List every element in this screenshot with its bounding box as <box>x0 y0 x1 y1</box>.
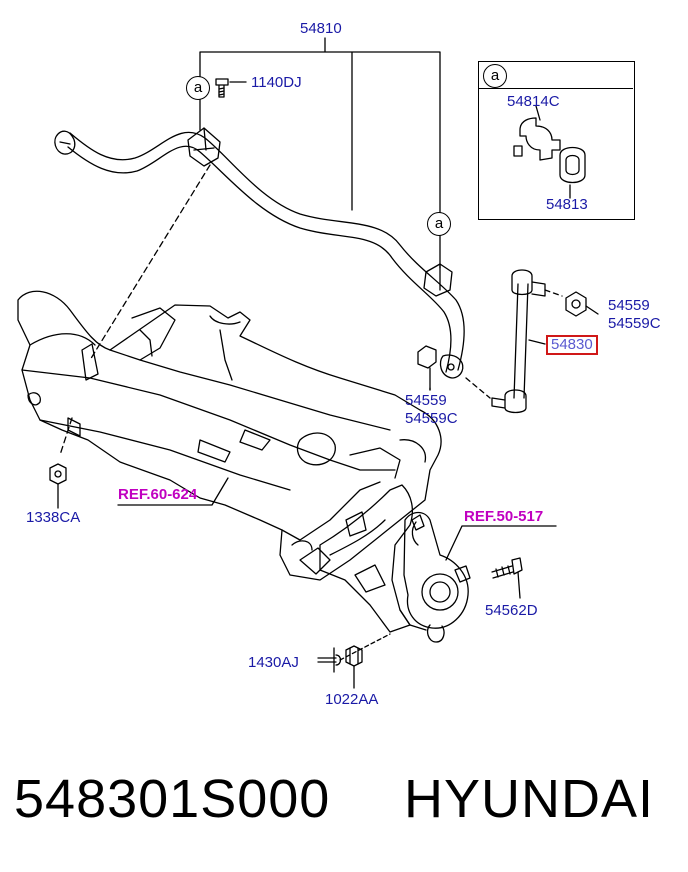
dashed-leader <box>59 417 73 456</box>
stabilizer-bar <box>54 127 465 379</box>
label-nut-right-b[interactable]: 54559C <box>608 315 661 332</box>
stabilizer-bar-leaders <box>199 37 441 269</box>
inset-bracket <box>559 146 586 199</box>
ref-knuckle[interactable]: REF.50-517 <box>464 508 544 525</box>
ref-leader-subframe <box>117 477 229 506</box>
cotter-pin <box>317 633 391 673</box>
bolt-1140dj <box>215 78 247 98</box>
inset-bushing <box>513 105 561 161</box>
label-bolt-knuckle[interactable]: 54562D <box>485 602 538 619</box>
label-nut-mid-a[interactable]: 54559 <box>405 392 447 409</box>
detail-inset-divider <box>478 88 633 89</box>
footer-brand: HYUNDAI <box>404 769 655 829</box>
label-nut-left[interactable]: 1338CA <box>26 509 81 526</box>
subframe <box>17 290 442 581</box>
label-bushing[interactable]: 54814C <box>507 93 560 110</box>
detail-inset-box <box>478 61 635 220</box>
ref-leader-knuckle <box>445 525 557 561</box>
ref-subframe[interactable]: REF.60-624 <box>118 486 198 503</box>
nut-1338ca <box>49 463 67 509</box>
castle-nut <box>345 645 363 689</box>
nut-right <box>565 291 599 317</box>
callout-a-bolt: a <box>186 76 210 100</box>
label-nut-right-a[interactable]: 54559 <box>608 297 650 314</box>
footer-part-number: 548301S000 <box>14 769 331 829</box>
callout-a-inset: a <box>483 64 507 88</box>
label-castle-nut[interactable]: 1022AA <box>325 691 379 708</box>
stabilizer-link <box>465 269 563 414</box>
label-bolt-top[interactable]: 1140DJ <box>251 74 302 91</box>
dashed-leader <box>89 164 211 361</box>
label-nut-mid-b[interactable]: 54559C <box>405 410 458 427</box>
callout-a-bar: a <box>427 212 451 236</box>
steering-knuckle <box>399 511 471 643</box>
label-link-highlighted[interactable]: 54830 <box>546 335 598 355</box>
bolt-knuckle <box>491 557 523 599</box>
label-bracket[interactable]: 54813 <box>546 196 588 213</box>
nut-middle <box>417 345 437 391</box>
label-stabilizer-bar[interactable]: 54810 <box>300 20 342 37</box>
label-cotter-pin[interactable]: 1430AJ <box>248 654 299 671</box>
